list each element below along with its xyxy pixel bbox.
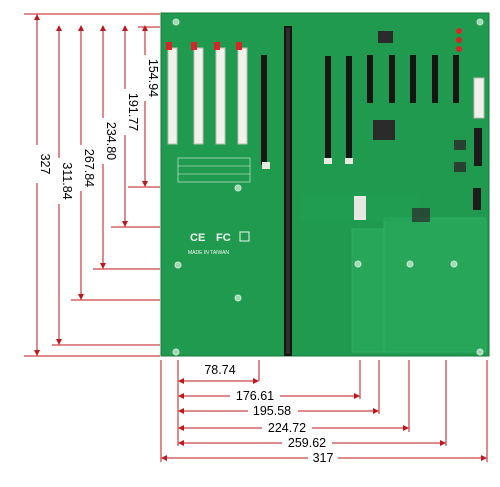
pcie-slots xyxy=(324,55,459,164)
pci-slot xyxy=(167,47,178,145)
vertical-dimensions: 327 311.84 267.84 234.80 191.77 154.94 xyxy=(30,14,160,356)
dimension-label: 224.72 xyxy=(268,421,306,435)
weee-mark xyxy=(239,231,250,242)
pci-slot xyxy=(193,47,204,145)
ce-mark: CE xyxy=(190,232,205,244)
pcie-slot xyxy=(432,55,438,103)
pci-slot xyxy=(237,47,248,145)
dimension-label: 176.61 xyxy=(236,389,274,403)
dimension-label: 317 xyxy=(313,451,334,465)
pci-slots xyxy=(166,42,248,145)
bridge-chip xyxy=(373,120,395,140)
pcie-slot xyxy=(410,55,416,103)
long-slot xyxy=(261,55,267,165)
dimension-label: 327 xyxy=(38,154,52,175)
fc-mark: FC xyxy=(216,232,231,244)
dimension-label: 234.80 xyxy=(104,122,118,160)
dimension-label: 311.84 xyxy=(60,162,74,199)
dimension-label: 195.58 xyxy=(253,404,291,418)
mounting-holes xyxy=(172,18,484,356)
board-components xyxy=(177,28,485,222)
dimension-label: 191.77 xyxy=(126,93,140,131)
pcie-slot xyxy=(346,56,352,162)
dimension-label: 259.62 xyxy=(288,436,326,450)
backplane-board: CE FC MADE IN TAIWAN xyxy=(160,12,490,357)
black-slots xyxy=(261,26,292,356)
pci-slot xyxy=(215,47,226,145)
pcie-slot xyxy=(453,55,459,103)
dimension-label: 154.94 xyxy=(146,59,160,97)
horizontal-dimensions: 78.74 176.61 195.58 224.72 259.62 317 xyxy=(161,362,487,465)
dimension-annotations xyxy=(24,13,488,462)
pcie-slot xyxy=(325,56,331,162)
dimension-label: 267.84 xyxy=(82,149,96,187)
made-in-label: MADE IN TAIWAN xyxy=(188,250,229,256)
dimension-label: 78.74 xyxy=(204,363,235,377)
certification-markings: CE FC MADE IN TAIWAN xyxy=(188,231,250,256)
pcie-slot xyxy=(367,55,373,103)
pcie-slot xyxy=(389,55,395,103)
